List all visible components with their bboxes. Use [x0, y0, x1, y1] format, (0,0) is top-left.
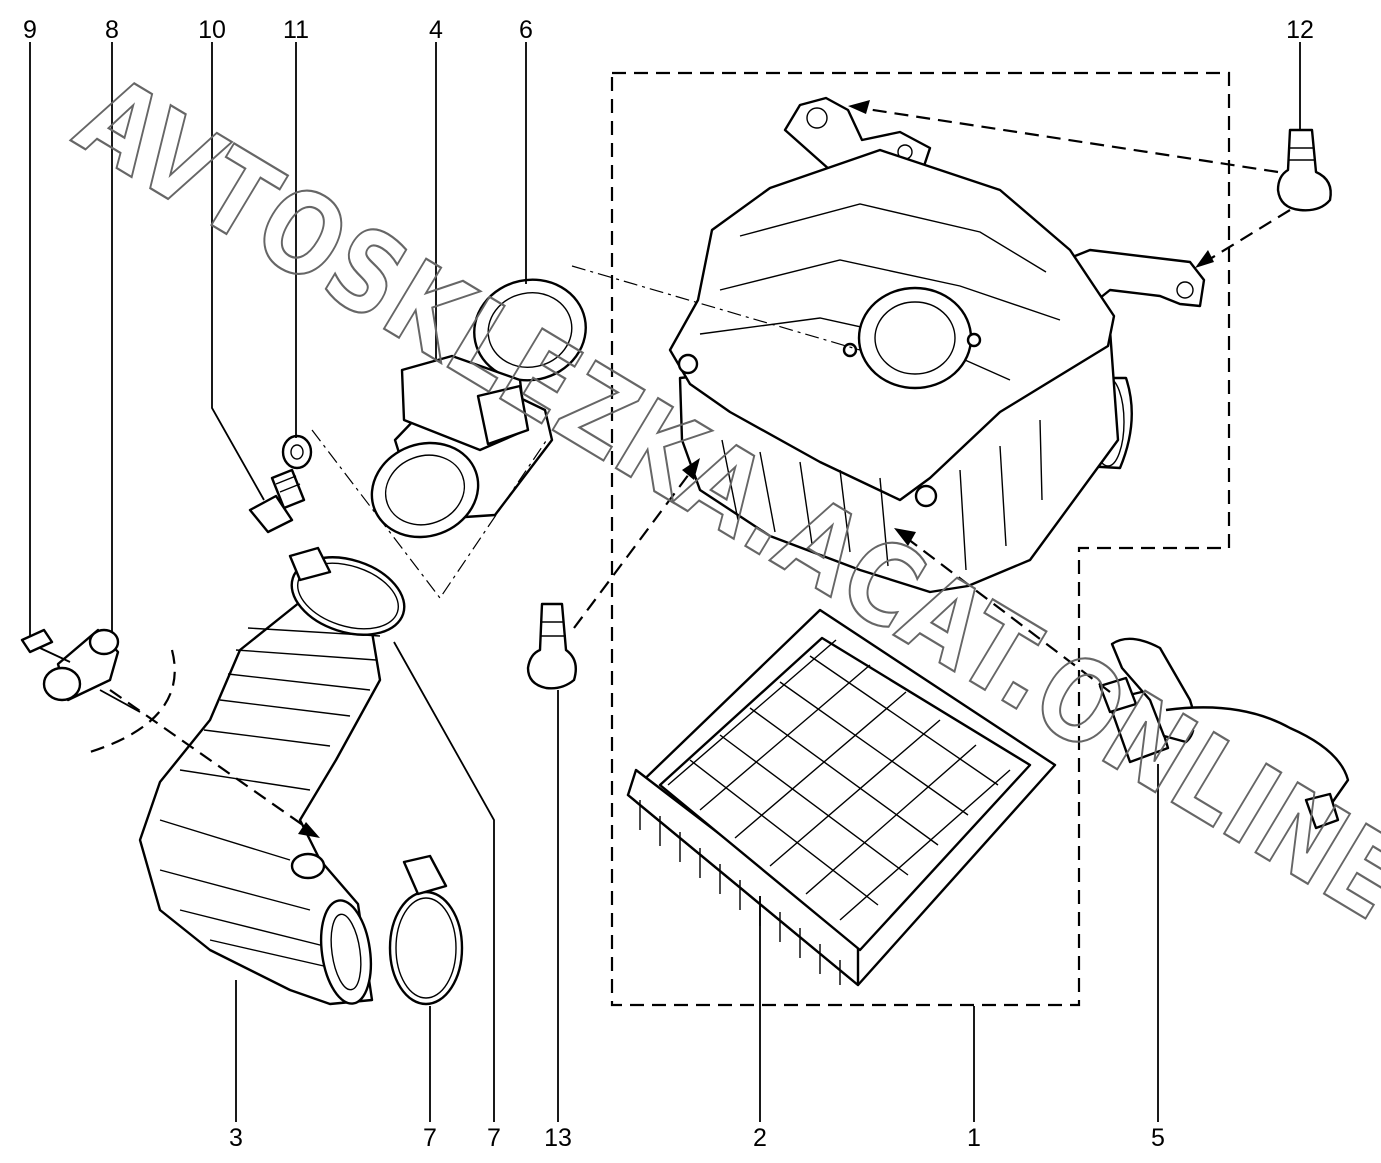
callout-8: 8	[105, 16, 119, 44]
air-filter-housing	[668, 96, 1206, 594]
rubber-mount-13	[526, 602, 577, 690]
arrow-12-to-upper-bracket	[859, 106, 1279, 174]
rubber-mount-12	[1276, 128, 1332, 212]
arrowhead-12b	[1195, 250, 1214, 268]
callout-7-lower-clamp: 7	[423, 1124, 437, 1152]
callouts: 9 8 10 11 4 6 12 3 7 7 13 2 1 5	[23, 16, 1314, 1152]
arrow-13-to-housing	[573, 469, 693, 629]
arrowhead-13	[682, 458, 700, 480]
arrowhead-8	[298, 822, 320, 838]
callout-11: 11	[283, 16, 309, 44]
callout-9: 9	[23, 16, 37, 44]
intake-hose-3	[138, 600, 382, 1006]
callout-4: 4	[429, 16, 443, 44]
washer-11	[281, 434, 313, 470]
assembly-boundary	[610, 71, 1231, 1007]
leader-lines	[29, 42, 1301, 1122]
callout-1: 1	[967, 1124, 981, 1152]
seal-ring-6	[473, 278, 587, 382]
hose-clamp-7-upper	[288, 546, 406, 636]
seal-axis-line	[571, 265, 861, 351]
callout-10: 10	[198, 16, 226, 44]
callout-6: 6	[519, 16, 533, 44]
arrowhead-12a	[848, 100, 870, 114]
air-filter-element	[626, 608, 1057, 987]
callout-2: 2	[753, 1124, 767, 1152]
bolt-10	[248, 468, 306, 534]
airflow-meter-4	[370, 354, 554, 539]
hose-clamp-7-lower	[388, 854, 464, 1006]
callout-7-upper-clamp: 7	[487, 1124, 501, 1152]
callout-3: 3	[229, 1124, 243, 1152]
sensor-8	[42, 628, 141, 713]
callout-5: 5	[1151, 1124, 1165, 1152]
callout-13: 13	[544, 1124, 572, 1152]
solenoid-valve-5	[1098, 637, 1350, 830]
clip-9	[20, 628, 71, 663]
arrow-8-to-hose	[109, 689, 311, 831]
arrowhead-5	[894, 528, 916, 546]
arrow-12-to-side-bracket	[1204, 209, 1291, 263]
callout-12: 12	[1286, 16, 1314, 44]
